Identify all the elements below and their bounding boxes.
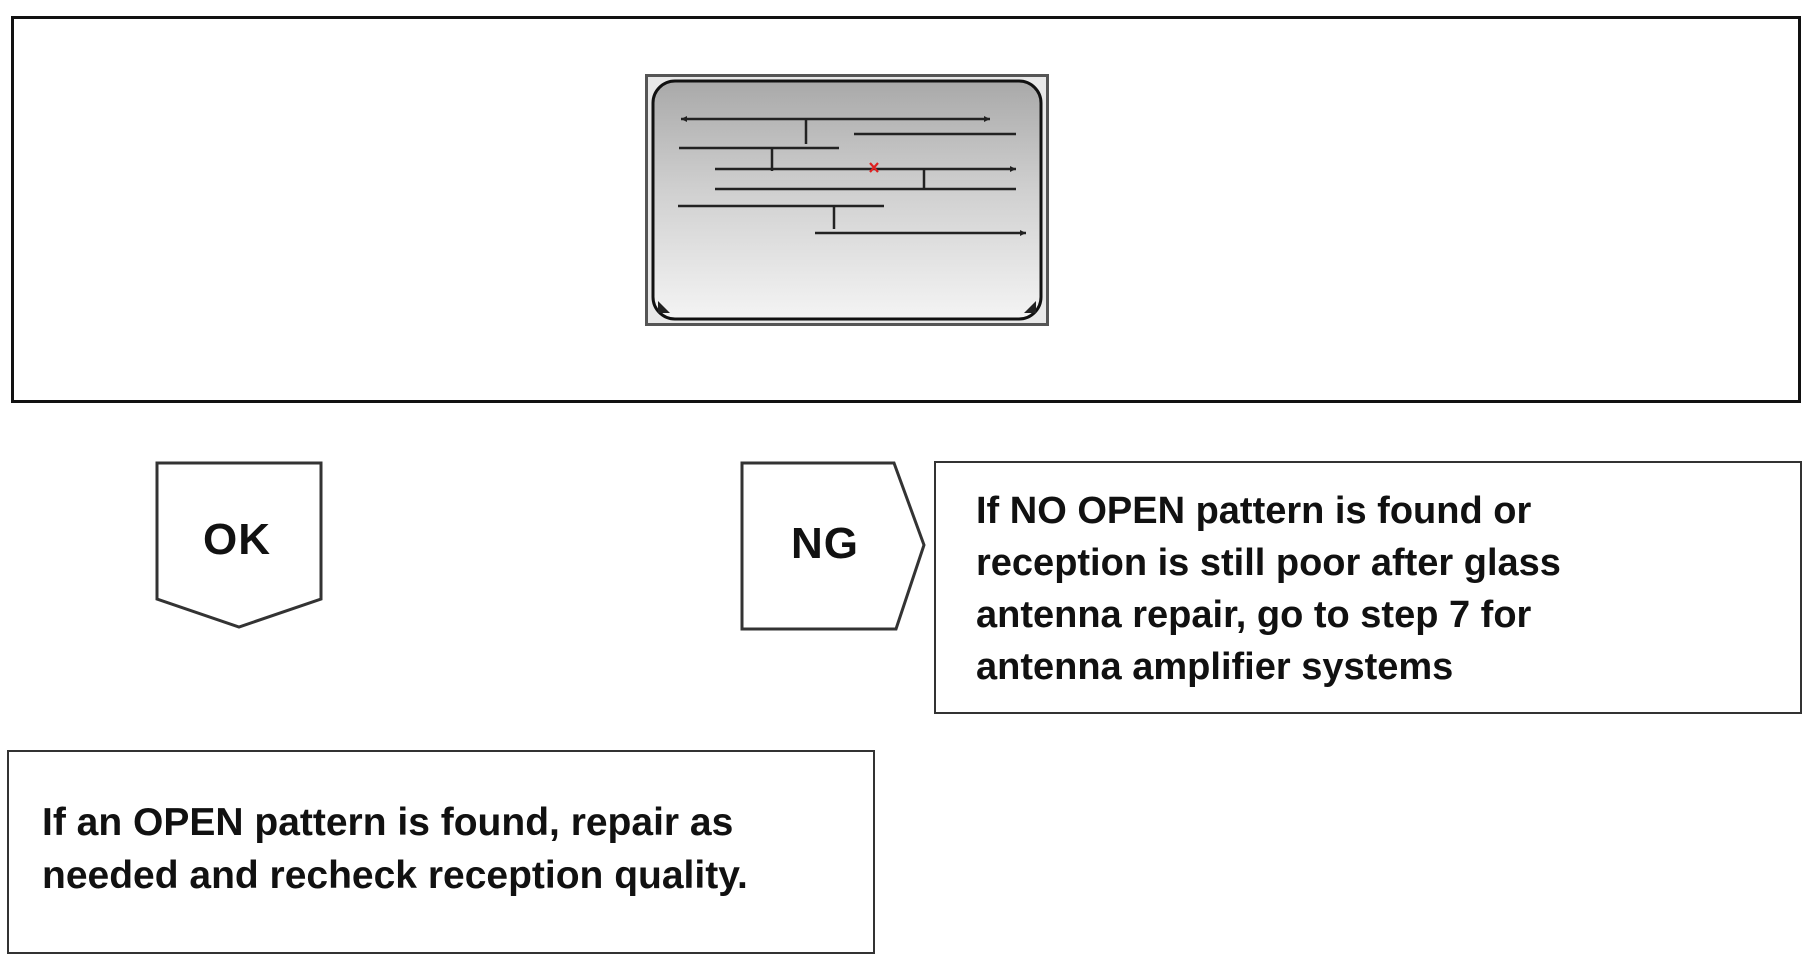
ok-instruction-line: needed and recheck reception quality. <box>42 854 748 897</box>
illustration-frame <box>11 16 1801 403</box>
ng-instruction-line: antenna amplifier systems <box>976 646 1454 688</box>
glass-corner-marks <box>658 301 1036 313</box>
arrow-icon <box>681 116 687 122</box>
ok-instruction-box: If an OPEN pattern is found, repair as n… <box>7 750 875 954</box>
rear-glass-antenna-figure <box>644 73 1050 327</box>
rear-glass-antenna-drawing <box>645 74 1049 326</box>
wire-terminal-arrows <box>681 116 1026 236</box>
ok-label: OK <box>203 515 271 564</box>
ng-instruction-box: If NO OPEN pattern is found or reception… <box>934 461 1802 714</box>
glass-pane <box>651 79 1043 321</box>
antenna-wire-pattern <box>678 117 1026 235</box>
ok-instruction-line: If an OPEN pattern is found, repair as <box>42 801 734 844</box>
down-arrow-tag-shape <box>155 461 323 629</box>
ng-label: NG <box>791 519 859 568</box>
right-arrow-tag-shape <box>740 461 926 631</box>
arrow-icon <box>1020 230 1026 236</box>
ng-instruction-line: reception is still poor after glass <box>976 542 1561 584</box>
x-mark-icon <box>869 162 879 173</box>
arrow-icon <box>984 116 990 122</box>
ok-result-tag: OK <box>155 461 325 629</box>
ng-instruction-line: antenna repair, go to step 7 for <box>976 594 1532 636</box>
arrow-icon <box>1010 166 1016 172</box>
ng-result-tag: NG <box>740 461 926 631</box>
ng-instruction-line: If NO OPEN pattern is found or <box>976 490 1532 532</box>
